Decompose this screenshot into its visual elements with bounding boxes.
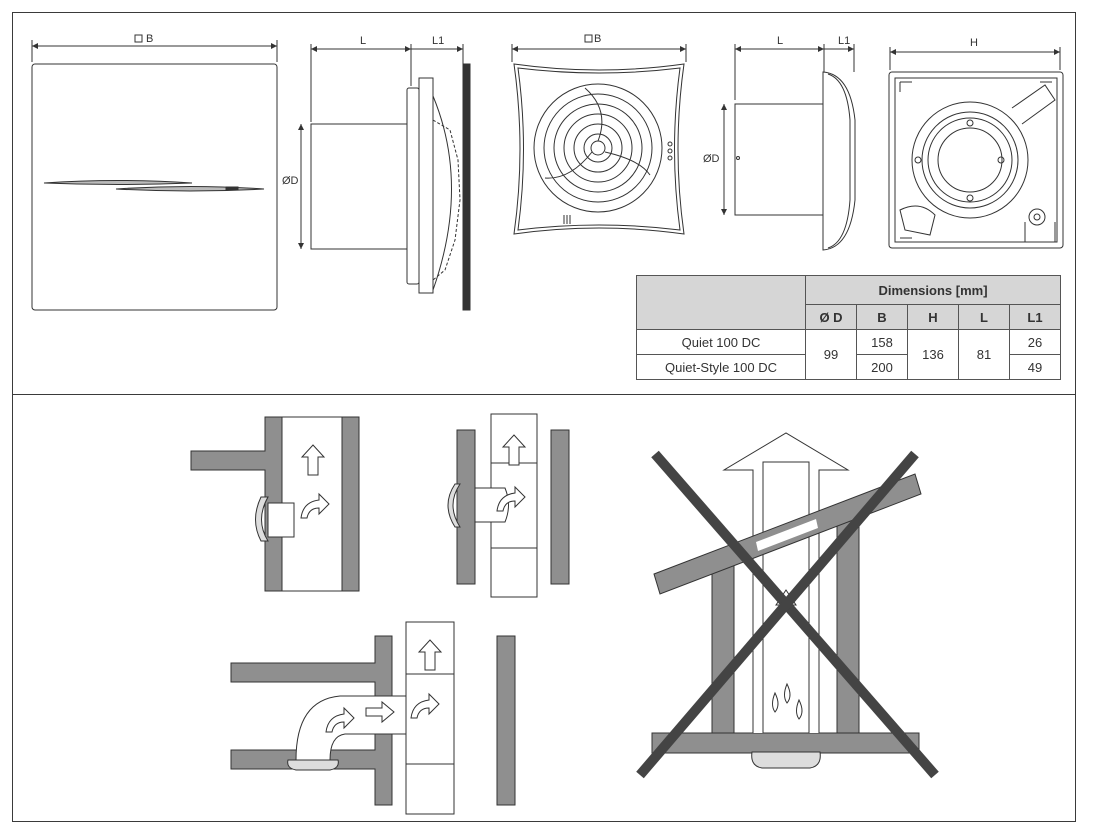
label-b-2: B: [594, 33, 601, 45]
side-view-quiet: [721, 44, 856, 251]
label-d-1: ØD: [282, 175, 299, 187]
front-view-style: [31, 40, 278, 311]
table-corner: [636, 275, 806, 330]
cell-b-2: 200: [856, 354, 908, 380]
square-symbol: [134, 34, 143, 43]
side-view-style: [298, 44, 471, 311]
label-d-2: ØD: [703, 153, 720, 165]
dimensions-table: Dimensions [mm] Ø D B H L L1 Quiet 100 D…: [636, 275, 1061, 380]
install-elbow-duct: [230, 621, 516, 815]
label-l-2: L: [777, 35, 783, 47]
col-header-b: B: [856, 304, 908, 330]
label-l1-2: L1: [838, 35, 850, 47]
outer-frame: [12, 12, 1076, 822]
label-h: H: [970, 37, 978, 49]
label-b-1: B: [146, 33, 153, 45]
label-l1-1: L1: [432, 35, 444, 47]
cell-l1-2: 49: [1009, 354, 1061, 380]
square-symbol-2: [584, 34, 593, 43]
install-wall-duct: [190, 416, 360, 592]
col-header-h: H: [907, 304, 959, 330]
label-l-1: L: [360, 35, 366, 47]
install-ceiling-duct: [447, 413, 570, 598]
section-divider: [12, 394, 1076, 395]
col-header-l: L: [958, 304, 1010, 330]
col-header-d: Ø D: [805, 304, 857, 330]
back-view: [888, 47, 1064, 249]
front-view-quiet: [511, 44, 687, 235]
col-header-l1: L1: [1009, 304, 1061, 330]
incorrect-cross-mark: [636, 450, 939, 779]
row-model-2: Quiet-Style 100 DC: [636, 354, 806, 380]
